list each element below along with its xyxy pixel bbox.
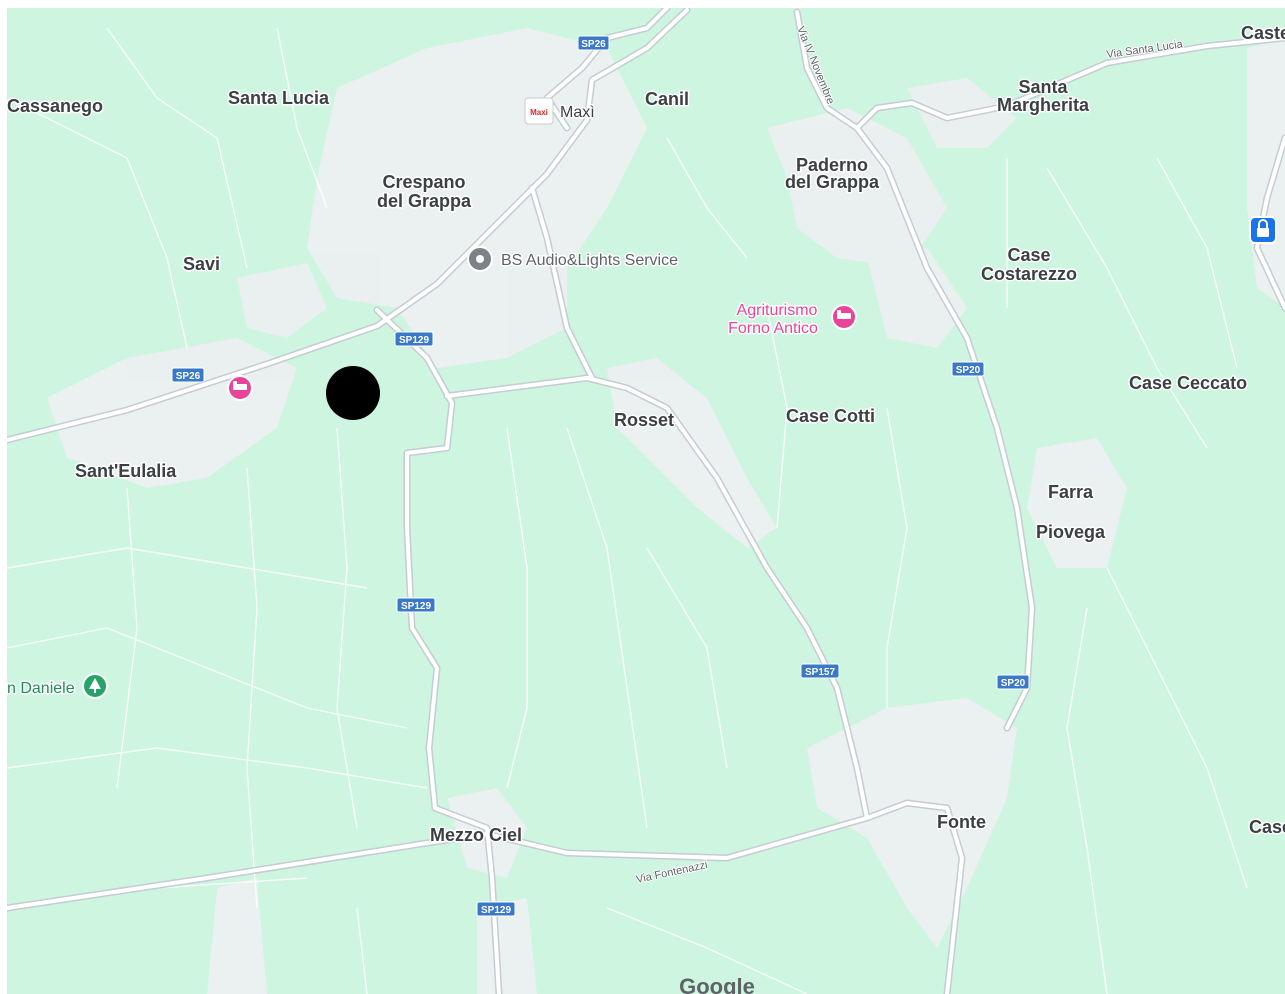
poi-bs-audio-label[interactable]: BS Audio&Lights Service — [500, 251, 680, 271]
location-marker[interactable] — [326, 366, 380, 420]
poi-parking[interactable] — [1249, 216, 1277, 244]
place-canil[interactable]: Canil — [644, 88, 691, 111]
shield-sp20-upper-text: SP20 — [956, 365, 981, 376]
shield-sp129-bottom: SP129 — [476, 901, 516, 917]
urban-farra — [1027, 438, 1127, 568]
urban-fonte — [807, 698, 1017, 948]
shield-sp129-mid-text: SP129 — [401, 601, 431, 612]
poi-bs-audio[interactable]: BS Audio&Lights Service — [467, 246, 680, 272]
poi-daniele[interactable]: n Daniele — [7, 673, 108, 699]
urban-savi-north — [237, 263, 327, 338]
place-sant-eulalia[interactable]: Sant'Eulalia — [74, 460, 179, 483]
google-logo-text: Google — [679, 974, 755, 994]
place-piovega[interactable]: Piovega — [1035, 521, 1108, 544]
poi-agriturismo[interactable]: Agriturismo Forno Antico — [727, 301, 857, 339]
road-fills — [7, 8, 1285, 994]
shield-sp20-upper: SP20 — [951, 361, 985, 377]
shield-sp157: SP157 — [800, 663, 840, 679]
poi-agriturismo-line2[interactable]: Forno Antico — [727, 319, 820, 339]
maxi-logo-text: Maxi — [530, 108, 548, 117]
place-case-edge[interactable]: Case — [1248, 816, 1285, 839]
poi-hotel-sant-eulalia[interactable] — [227, 375, 253, 401]
place-paderno-line2[interactable]: del Grappa — [783, 171, 881, 194]
shield-sp26-left: SP26 — [171, 367, 205, 383]
map-canvas[interactable]: Via Santa Lucia Via IV Novembre Via Font… — [7, 8, 1285, 994]
google-attribution: Google — [679, 974, 755, 994]
hotel-bed-icon-west — [227, 375, 253, 401]
urban-bottom-left — [207, 878, 267, 994]
poi-agriturismo-line1[interactable]: Agriturismo — [735, 301, 819, 321]
place-santa-margherita-line2[interactable]: Margherita — [995, 94, 1091, 117]
place-crespano-line1[interactable]: Crespano — [381, 171, 467, 194]
parking-lock-icon — [1249, 216, 1277, 244]
shield-sp20-lower-text: SP20 — [1001, 678, 1026, 689]
location-pin-icon — [467, 246, 493, 272]
shield-sp20-lower: SP20 — [996, 674, 1030, 690]
place-santa-margherita-line1[interactable]: Santa — [1017, 76, 1070, 99]
place-case-cotti[interactable]: Case Cotti — [785, 405, 877, 428]
shield-sp26-top: SP26 — [577, 35, 610, 51]
place-santa-lucia[interactable]: Santa Lucia — [227, 87, 332, 110]
urban-paderno — [767, 108, 947, 268]
place-case-ceccato[interactable]: Case Ceccato — [1128, 372, 1249, 395]
shield-sp129-top-text: SP129 — [399, 335, 429, 346]
place-caste-edge[interactable]: Caste — [1240, 22, 1285, 45]
place-labels: Cassanego Santa Lucia Crespano del Grapp… — [7, 22, 1285, 847]
hotel-bed-icon — [831, 304, 857, 330]
park-tree-icon — [82, 673, 108, 699]
place-savi[interactable]: Savi — [182, 253, 222, 276]
poi-maxi-label[interactable]: Maxì — [559, 103, 597, 123]
place-crespano-line2[interactable]: del Grappa — [375, 190, 473, 213]
place-mezzo-ciel[interactable]: Mezzo Ciel — [429, 824, 524, 847]
place-paderno-line1[interactable]: Paderno — [794, 154, 869, 177]
supermarket-logo-icon: Maxi — [524, 97, 554, 125]
shield-sp157-text: SP157 — [805, 667, 835, 678]
poi-daniele-label[interactable]: n Daniele — [7, 679, 76, 699]
poi-maxi[interactable]: Maxi Maxì — [524, 97, 597, 125]
place-rosset[interactable]: Rosset — [613, 409, 676, 432]
shield-sp26-top-text: SP26 — [581, 39, 606, 50]
urban-crespano — [307, 28, 647, 368]
place-fonte[interactable]: Fonte — [936, 811, 988, 834]
urban-agriturismo — [867, 248, 967, 348]
place-cassanego[interactable]: Cassanego — [7, 95, 105, 118]
urban-rosset — [607, 358, 777, 548]
place-farra[interactable]: Farra — [1047, 481, 1096, 504]
place-case-costarezzo-line2[interactable]: Costarezzo — [979, 263, 1078, 286]
shield-sp129-top: SP129 — [394, 331, 434, 347]
shield-sp129-bottom-text: SP129 — [481, 905, 511, 916]
shield-sp26-left-text: SP26 — [176, 371, 201, 382]
shield-sp129-mid: SP129 — [396, 597, 436, 613]
place-case-costarezzo-line1[interactable]: Case — [1006, 244, 1052, 267]
